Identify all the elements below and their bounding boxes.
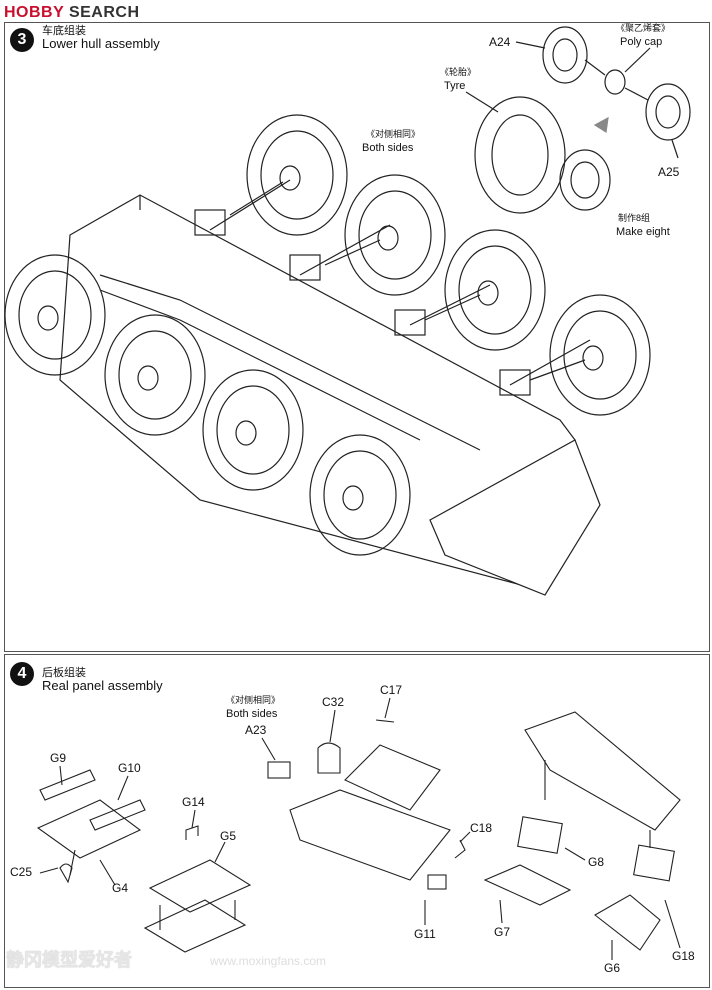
hobbysearch-logo: HOBBY SEARCH <box>4 4 140 22</box>
label-polycap-en: Poly cap <box>620 36 663 48</box>
label-polycap-cn: 《聚乙烯套》 <box>616 23 671 33</box>
label-g10: G10 <box>118 761 141 775</box>
label-g18: G18 <box>672 949 695 963</box>
label-a23: A23 <box>245 723 267 737</box>
suspension-row-bottom <box>99 274 481 451</box>
step4-title-cn: 后板组装 <box>42 667 86 679</box>
watermark-url: www.moxingfans.com <box>210 954 327 968</box>
wheels-bottom <box>4 254 411 556</box>
label-bothsides-cn: 《对侧相同》 <box>366 129 421 139</box>
logo-part2: SEARCH <box>68 4 140 21</box>
label-tyre-cn: 《轮胎》 <box>440 67 477 77</box>
label-c25: C25 <box>10 865 33 879</box>
hull-rear-face <box>429 439 601 596</box>
label4-bothsides-en: Both sides <box>226 708 278 720</box>
label-g14: G14 <box>182 795 205 809</box>
assembly-g4 <box>36 769 146 884</box>
step4-frame <box>4 654 710 988</box>
label-g6: G6 <box>604 961 621 975</box>
wheels-top <box>229 114 651 416</box>
exploded-wheel <box>474 26 691 214</box>
label-c18: C18 <box>470 821 493 835</box>
logo-part1: HOBBY <box>4 4 64 21</box>
assembly-g5 <box>143 825 252 953</box>
step4-number: 4 <box>10 662 34 686</box>
label-bothsides-en: Both sides <box>362 142 414 154</box>
step3-number: 3 <box>10 28 34 52</box>
label-a25: A25 <box>658 165 680 179</box>
step3-title-en: Lower hull assembly <box>42 36 160 51</box>
label-g9: G9 <box>50 751 67 765</box>
label-g11: G11 <box>414 927 436 941</box>
label4-bothsides-cn: 《对侧相同》 <box>226 695 281 705</box>
step4-title-en: Real panel assembly <box>42 678 163 693</box>
label-g7: G7 <box>494 925 511 939</box>
label-c17: C17 <box>380 683 403 697</box>
step3-frame <box>4 22 710 652</box>
label-c32: C32 <box>322 695 345 709</box>
label-a24: A24 <box>489 35 511 49</box>
label-g5: G5 <box>220 829 237 843</box>
assembly-g6 <box>483 711 681 951</box>
watermark-text: 静冈模型爱好者 <box>6 950 132 970</box>
label-tyre-en: Tyre <box>444 80 466 92</box>
label-makeeight-cn: 制作8组 <box>618 213 651 223</box>
label-makeeight-en: Make eight <box>616 226 670 238</box>
step3-title-cn: 车底组装 <box>42 25 86 37</box>
assembly-g11 <box>267 719 466 890</box>
label-g8: G8 <box>588 855 605 869</box>
label-g4: G4 <box>112 881 129 895</box>
